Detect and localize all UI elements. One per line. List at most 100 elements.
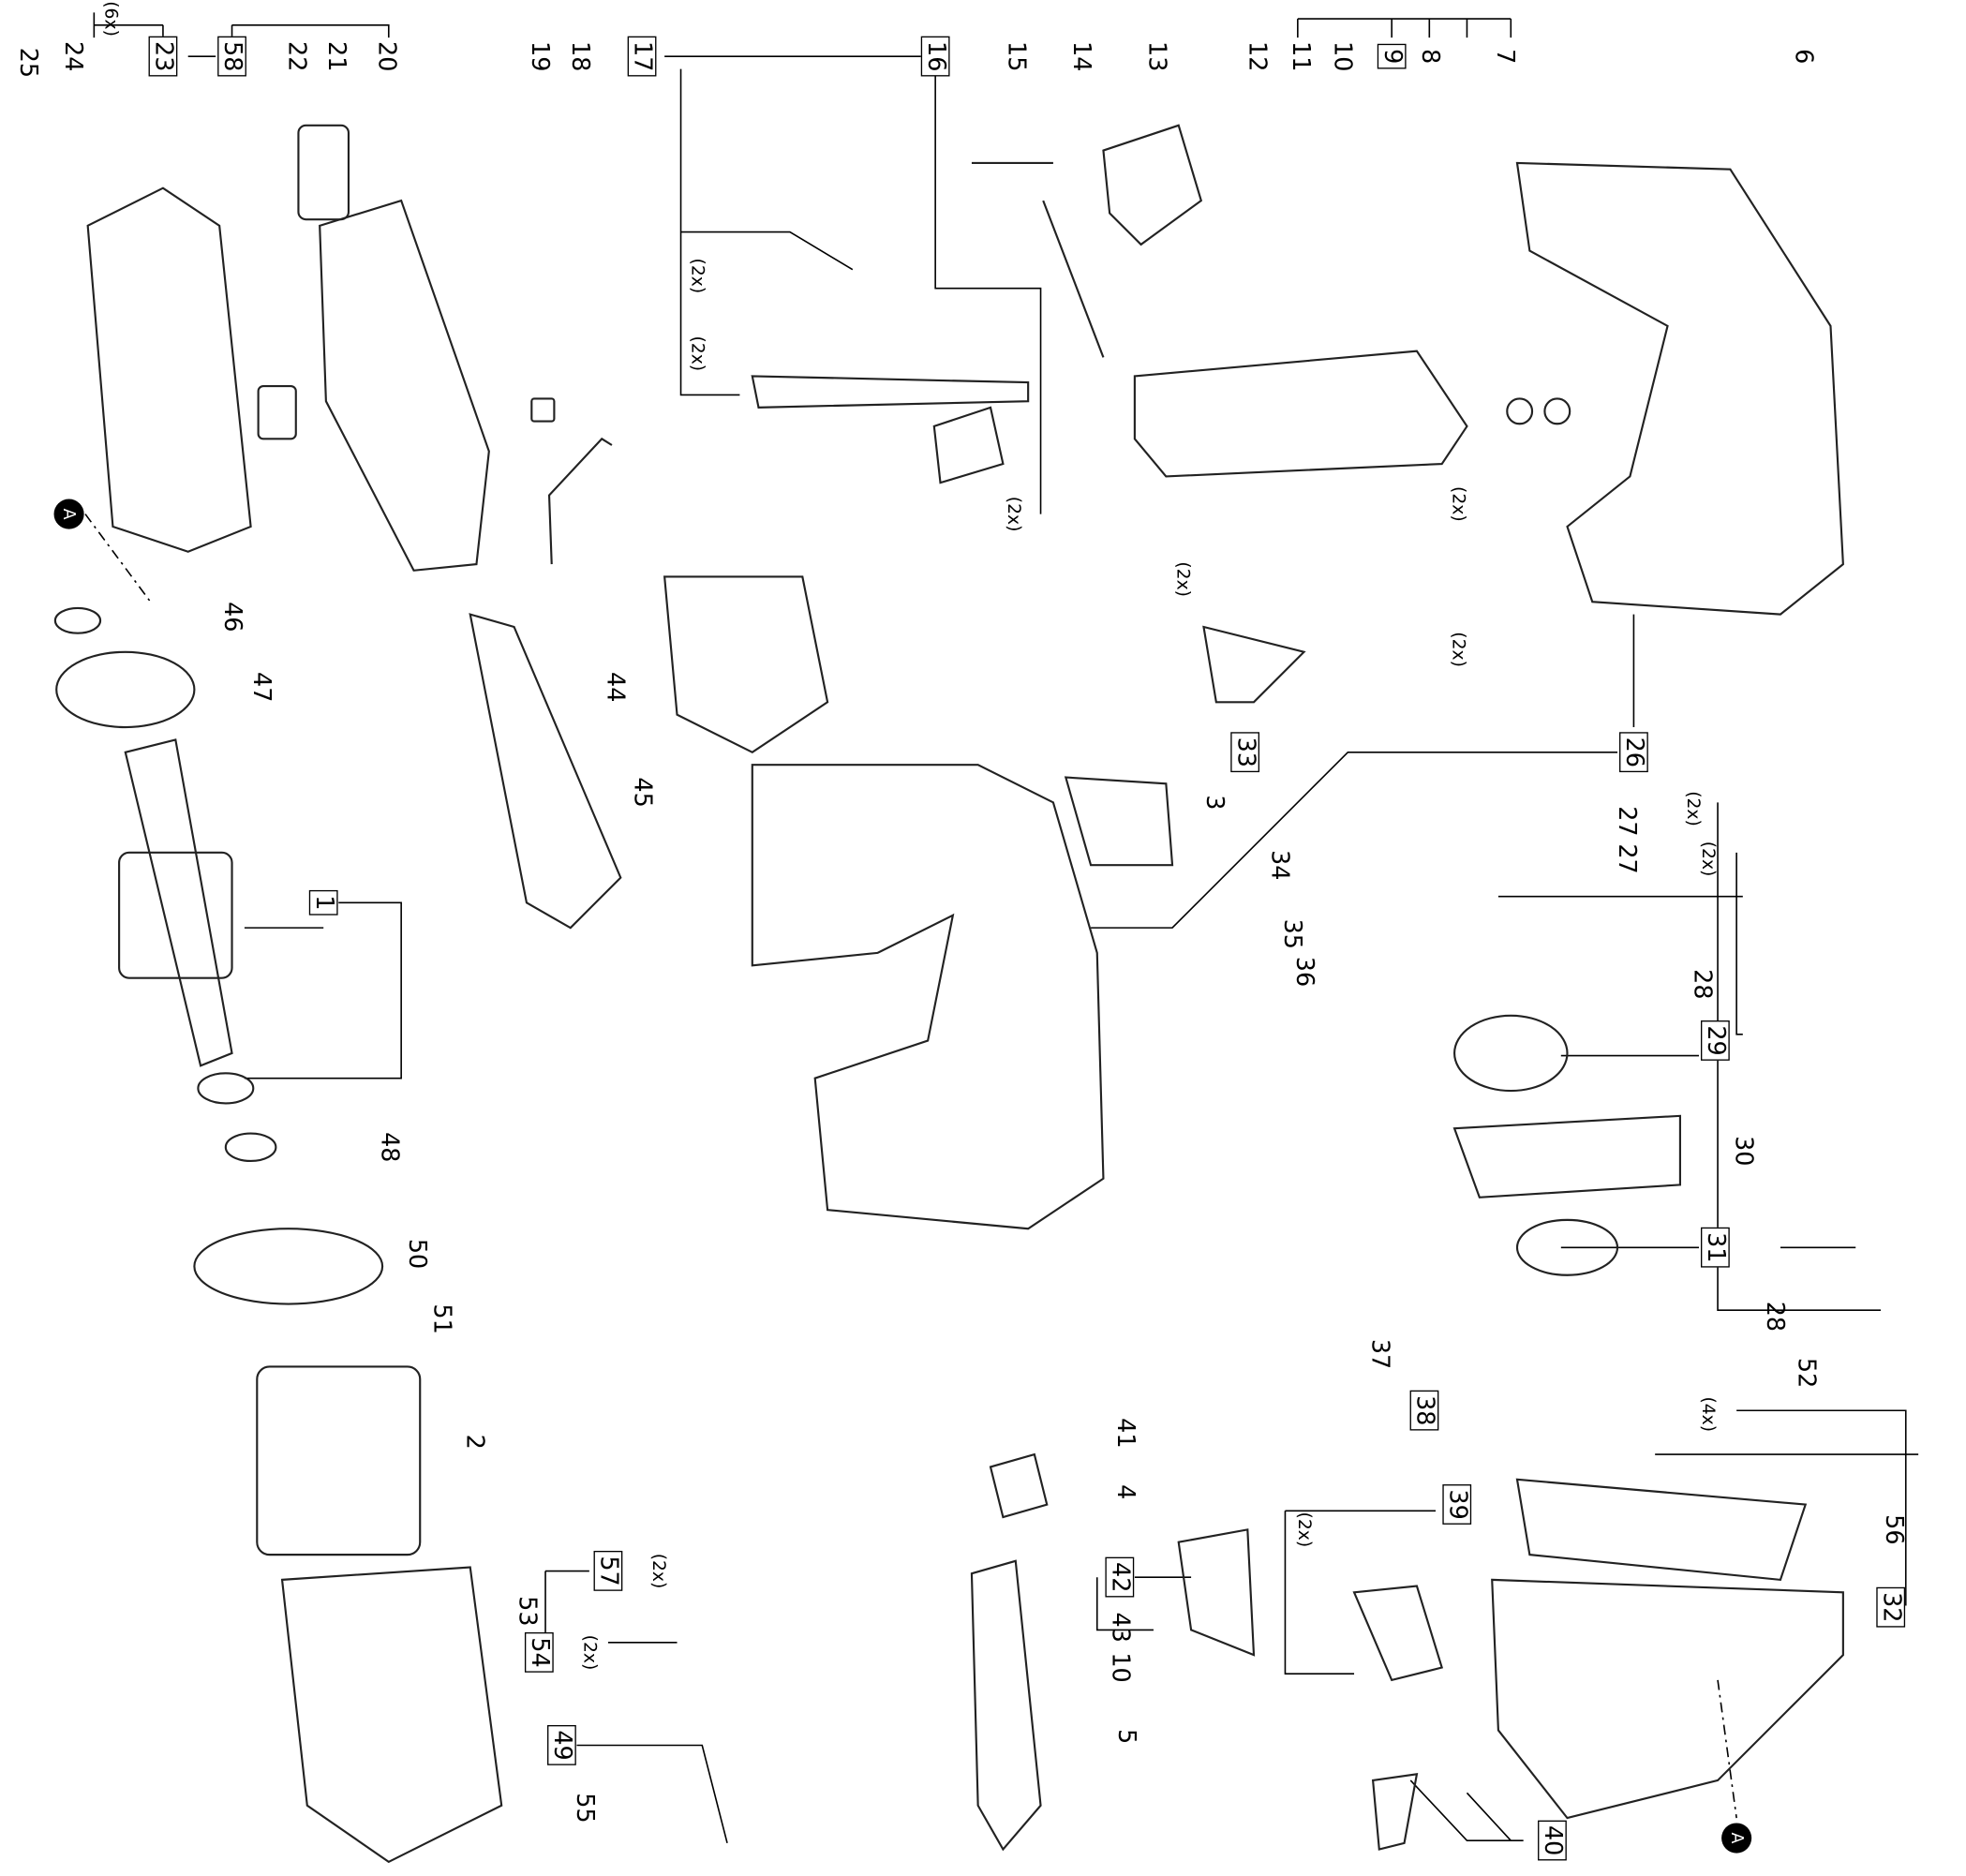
part-number-label: 18 [566, 41, 594, 72]
part-31-disc [1515, 1218, 1619, 1276]
quantity-note: (2x) [1293, 1511, 1315, 1548]
part-6-7-main-housing [1515, 161, 1844, 616]
part-53-motor-housing [280, 1566, 503, 1864]
part-19 [530, 397, 556, 423]
leader-lines [84, 12, 1919, 1844]
part-40-part [1371, 1773, 1419, 1851]
quantity-note: (2x) [1172, 561, 1193, 597]
part-number-label: 46 [218, 602, 246, 633]
part-number-label: 44 [601, 672, 630, 703]
part-number-label: 8 [1416, 49, 1444, 65]
part-number-label: 11 [1287, 41, 1315, 72]
part-number-label: 45 [629, 777, 657, 808]
part-4-plug [989, 1452, 1049, 1519]
part-number-label: 15 [1002, 41, 1031, 72]
part-number-label: 36 [1290, 956, 1318, 988]
part-number-label: 51 [427, 1303, 456, 1334]
part-44-cover [663, 575, 829, 754]
assembly-part-number: 26 [1619, 732, 1648, 773]
part-number-label: 4 [1111, 1484, 1139, 1500]
assembly-part-number: 31 [1700, 1227, 1730, 1268]
part-39-lever [1352, 1585, 1444, 1682]
part-1-rotor [118, 851, 233, 979]
assembly-part-number: 38 [1409, 1390, 1439, 1431]
part-17-shaft [751, 375, 1030, 409]
part-30-plate [1452, 1114, 1681, 1199]
part-number-label: 37 [1365, 1338, 1394, 1370]
part-21 [297, 124, 350, 221]
quantity-note: (4x) [1697, 1396, 1719, 1433]
part-number-label: 2 [460, 1434, 489, 1450]
part-56-gasket [1515, 1478, 1808, 1582]
part-3-switch [1064, 776, 1174, 867]
reference-marker-a: A [1721, 1823, 1752, 1854]
part-number-label: 41 [1111, 1418, 1139, 1449]
part-number-label: 7 [1491, 49, 1519, 65]
part-48-bearing [224, 1132, 277, 1163]
assembly-part-number: 54 [524, 1631, 554, 1674]
part-number-label: 52 [1792, 1357, 1821, 1389]
part-number-label: 19 [526, 41, 554, 72]
part-16-block [932, 406, 1005, 484]
assembly-part-number: 17 [627, 36, 657, 77]
part-number-label: 20 [373, 41, 401, 72]
part-46-bearing [53, 606, 102, 634]
part-45-handle [469, 613, 622, 930]
assembly-part-number: 1 [308, 889, 338, 916]
quantity-note: (2x) [648, 1553, 669, 1589]
part-number-label: 13 [1142, 41, 1171, 72]
quantity-note: (2x) [1448, 486, 1468, 522]
assembly-part-number: 23 [148, 36, 178, 77]
part-number-label: 28 [1761, 1301, 1789, 1333]
part-number-label: 50 [403, 1238, 431, 1270]
part-outlines [53, 124, 1844, 1864]
part-number-label: 48 [375, 1132, 404, 1163]
part-1-armature [124, 738, 233, 1067]
part-number-label: 10 [1328, 41, 1357, 72]
part-5-cable-sleeve [970, 1559, 1042, 1852]
part-14-rod [1042, 200, 1105, 358]
part-8-nut [1506, 397, 1534, 425]
assembly-part-number: 29 [1700, 1020, 1730, 1062]
part-23-housing-plate [86, 186, 252, 553]
quantity-note: (2x) [579, 1634, 600, 1671]
part-number-label: 22 [282, 41, 311, 72]
part-number-label: 35 [1278, 918, 1306, 949]
part-number-label: 55 [571, 1793, 599, 1824]
part-47-gear [55, 650, 196, 729]
part-number-label: 53 [513, 1596, 542, 1627]
part-number-label: 25 [14, 47, 42, 79]
part-number-label: 34 [1265, 850, 1294, 881]
quantity-note: (2x) [687, 335, 707, 372]
part-number-label: 27 [1613, 843, 1641, 874]
assembly-part-number: 16 [920, 36, 950, 77]
part-number-label: 21 [322, 41, 350, 72]
part-number-label: 5 [1112, 1729, 1140, 1745]
part-26-body [751, 764, 1105, 1230]
part-number-label: 56 [1880, 1514, 1908, 1545]
quantity-note: (6x) [100, 1, 121, 37]
assembly-part-number: 39 [1442, 1484, 1472, 1526]
part-number-label: 3 [1200, 795, 1229, 811]
part-33-bracket [1202, 625, 1306, 704]
part-number-label: 24 [59, 41, 87, 72]
part-2-stator [256, 1365, 422, 1556]
part-13 [1102, 124, 1203, 246]
part-number-label: 43 [1106, 1612, 1135, 1643]
part-number-label: 28 [1688, 969, 1717, 1000]
part-18-hex-key [547, 437, 613, 565]
part-number-label: 10 [1106, 1652, 1135, 1683]
part-20-gear-housing [319, 199, 490, 572]
assembly-part-number: 42 [1105, 1556, 1135, 1598]
part-number-label: 27 [1613, 806, 1641, 837]
assembly-part-number: 9 [1377, 43, 1407, 69]
part-number-label: 47 [247, 672, 276, 703]
assembly-part-number: 40 [1538, 1820, 1567, 1861]
part-7-ring [1543, 397, 1571, 425]
assembly-part-number: 57 [593, 1550, 623, 1592]
part-number-label: 12 [1243, 41, 1272, 72]
part-50-ring [193, 1228, 384, 1305]
assembly-part-number: 33 [1230, 732, 1260, 773]
